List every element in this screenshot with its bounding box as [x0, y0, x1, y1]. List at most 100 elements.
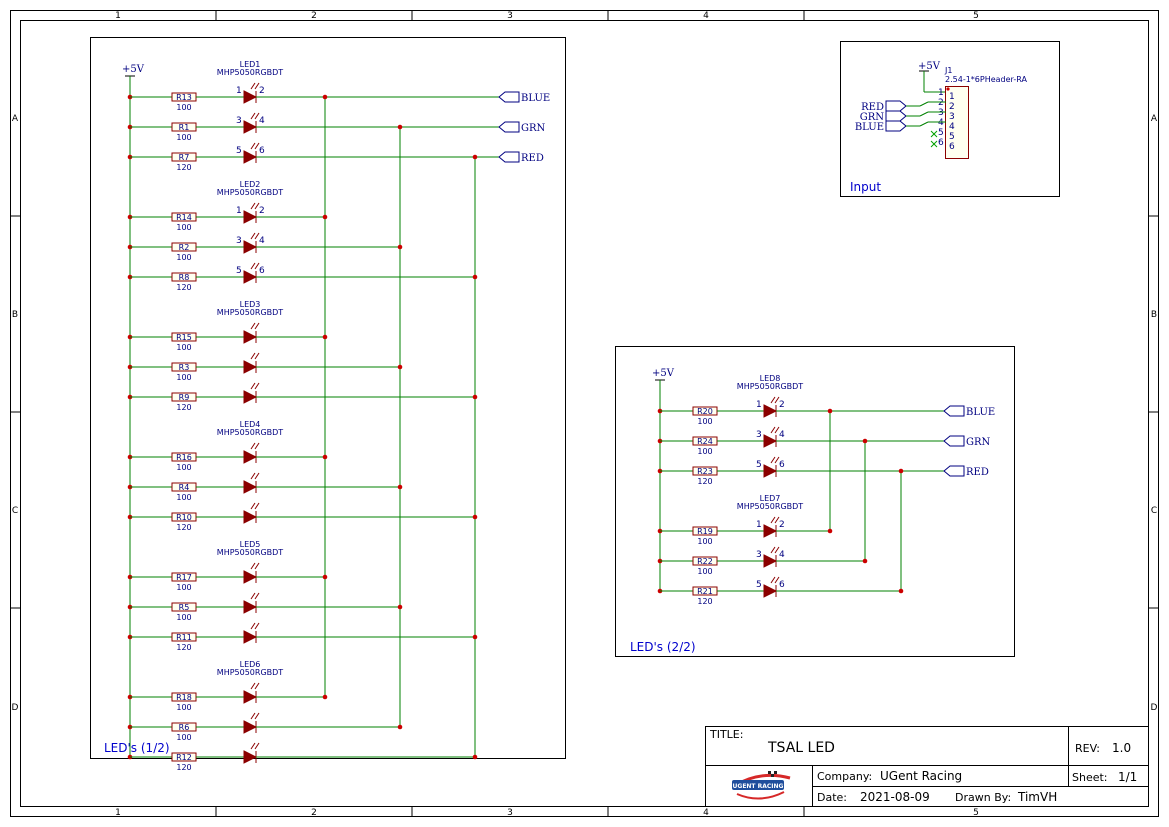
- resistor-ref: R24: [697, 437, 713, 446]
- junction-dot: [322, 94, 328, 100]
- resistor-value: 120: [176, 523, 191, 532]
- resistor-value: 100: [176, 493, 191, 502]
- led-pin-number: 1: [756, 520, 762, 530]
- connector-pin-outer: 1: [938, 88, 944, 98]
- title-value: TSAL LED: [767, 740, 835, 756]
- net-label-grn: GRN: [521, 123, 546, 134]
- resistor-value: 100: [697, 567, 712, 576]
- led-pin-number: 2: [779, 520, 785, 530]
- led-diode-triangle: [243, 720, 258, 734]
- resistor-value: 120: [176, 283, 191, 292]
- led-part: MHP5050RGBDT: [217, 188, 284, 197]
- no-connect-marks: [930, 130, 938, 148]
- ugent-racing-logo: UGENT RACING: [732, 771, 791, 800]
- junction-dot: [322, 454, 328, 460]
- led-emission-arrows: [250, 322, 260, 330]
- wire: [919, 111, 929, 117]
- column-label-4: 4: [703, 11, 709, 21]
- column-label-1: 1: [115, 11, 121, 21]
- resistor-ref: R3: [179, 363, 190, 372]
- resistor-value: 100: [697, 447, 712, 456]
- led-diode-triangle: [763, 404, 778, 418]
- led-ref: LED8: [760, 374, 781, 383]
- resistor-value: 100: [176, 223, 191, 232]
- resistor-value: 120: [697, 597, 712, 606]
- led-ref: LED4: [240, 420, 261, 429]
- resistor-ref: R12: [176, 753, 192, 762]
- resistor-value: 100: [176, 463, 191, 472]
- resistor-value: 100: [176, 703, 191, 712]
- row-label-right-D: D: [1151, 703, 1158, 713]
- led-pin-number: 6: [259, 266, 265, 276]
- input-flag: [885, 120, 907, 132]
- led-part: MHP5050RGBDT: [217, 668, 284, 677]
- resistor-ref: R22: [697, 557, 713, 566]
- led-pin-number: 5: [756, 460, 762, 470]
- net-label-blue: BLUE: [966, 407, 995, 418]
- resistor-ref: R9: [179, 393, 190, 402]
- led-diode-triangle: [243, 480, 258, 494]
- led-pin-number: 3: [756, 430, 762, 440]
- junction-dot: [397, 364, 403, 370]
- led-emission-arrows: [250, 232, 260, 240]
- resistor-ref: R2: [179, 243, 190, 252]
- led-diode-triangle: [243, 90, 258, 104]
- resistor-ref: R15: [176, 333, 192, 342]
- junction-dot: [827, 408, 833, 414]
- drawing-frame: [10, 10, 1159, 817]
- junction-dot: [898, 588, 904, 594]
- sheet-box-leds-1[interactable]: [90, 37, 566, 759]
- sheet-label-input: Input: [850, 180, 881, 194]
- led-emission-arrows: [770, 426, 780, 434]
- rev-value: 1.0: [1112, 741, 1131, 755]
- led-emission-arrows: [770, 456, 780, 464]
- junction-dot: [472, 634, 478, 640]
- connector-value: 2.54-1*6PHeader-RA: [945, 75, 1027, 84]
- resistor-ref: R20: [697, 407, 713, 416]
- input-flag: [885, 100, 907, 112]
- sheet-label-leds-2: LED's (2/2): [630, 640, 696, 654]
- junction-dot: [397, 244, 403, 250]
- net-label-flag: [498, 91, 520, 103]
- row-label-D: D: [12, 703, 19, 713]
- resistor-ref: R5: [179, 603, 190, 612]
- column-label-bottom-5: 5: [973, 808, 979, 818]
- led-emission-arrows: [250, 352, 260, 360]
- led-emission-arrows: [250, 262, 260, 270]
- connector-pin-outer: 3: [938, 108, 944, 118]
- resistor-ref: R6: [179, 723, 190, 732]
- connector-pin-inner: 5: [949, 132, 955, 142]
- led-ref: LED5: [240, 540, 261, 549]
- led-emission-arrows: [250, 472, 260, 480]
- led-diode-triangle: [763, 584, 778, 598]
- led-pin-number: 6: [779, 580, 785, 590]
- led-emission-arrows: [250, 742, 260, 750]
- led-diode-triangle: [243, 330, 258, 344]
- led-part: MHP5050RGBDT: [737, 502, 804, 511]
- resistor-ref: R11: [176, 633, 192, 642]
- led-ref: LED3: [240, 300, 261, 309]
- row-label-right-B: B: [1151, 310, 1157, 320]
- net-label-grn: GRN: [966, 437, 991, 448]
- junction-dot: [862, 438, 868, 444]
- sheet-box-leds-2[interactable]: [615, 346, 1015, 657]
- date-value: 2021-08-09: [860, 790, 930, 804]
- led-diode-triangle: [763, 464, 778, 478]
- rev-label: REV:: [1075, 742, 1100, 755]
- led-pin-number: 3: [236, 236, 242, 246]
- led-part: MHP5050RGBDT: [217, 548, 284, 557]
- sheet-box-input[interactable]: [840, 41, 1060, 197]
- junction-dot: [472, 154, 478, 160]
- junction-dot: [322, 574, 328, 580]
- junction-dot: [898, 468, 904, 474]
- led-pin-number: 5: [236, 266, 242, 276]
- net-label-red: RED: [966, 467, 989, 478]
- junction-dot: [322, 694, 328, 700]
- wire: [919, 101, 929, 107]
- column-label-bottom-3: 3: [507, 808, 513, 818]
- resistor-value: 100: [176, 343, 191, 352]
- junction-dot: [397, 724, 403, 730]
- column-label-2: 2: [311, 11, 317, 21]
- led-ref: LED2: [240, 180, 261, 189]
